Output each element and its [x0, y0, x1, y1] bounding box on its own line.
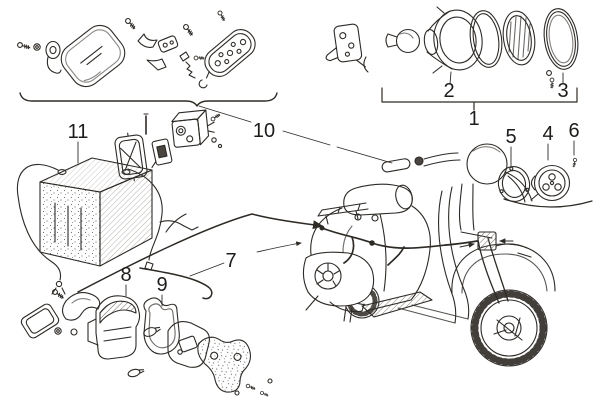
taillamp-parts-drawing: [497, 140, 593, 208]
headlight-switch: [325, 23, 366, 68]
front-wheel: [470, 289, 548, 367]
headlight-lens: [502, 10, 536, 66]
horn-body: [60, 24, 126, 88]
headlight-glass-ring: [469, 10, 503, 68]
part-label-3: 3: [557, 80, 568, 102]
headlight-reflector: [423, 6, 483, 74]
part-label-4: 4: [542, 123, 553, 145]
part-label-11: 11: [68, 121, 89, 143]
taillamp-body: [530, 164, 571, 202]
horn-assembly-drawing: [16, 9, 256, 89]
taillamp-gasket: [497, 166, 531, 202]
part-label-1: 1: [468, 108, 479, 130]
wiring-harness-drawing: [77, 213, 324, 300]
part-label-9: 9: [156, 274, 167, 296]
switch-plate: [204, 29, 256, 79]
headlight-rim: [543, 8, 579, 70]
taillight-exploded-drawing: [20, 284, 273, 398]
part-label-10: 10: [253, 120, 275, 142]
scooter-drawing: [302, 143, 556, 367]
part-label-5: 5: [505, 126, 516, 148]
group-brace-left: [19, 92, 393, 164]
regulator-assembly-drawing: [114, 109, 223, 182]
headlight-exploded-drawing: [325, 6, 579, 111]
headlight-bulb: [385, 28, 421, 54]
battery-drawing: [16, 141, 199, 295]
part-label-6: 6: [568, 120, 579, 142]
part-label-8: 8: [120, 264, 131, 286]
part-label-7: 7: [225, 250, 236, 272]
part-label-2: 2: [443, 80, 454, 102]
